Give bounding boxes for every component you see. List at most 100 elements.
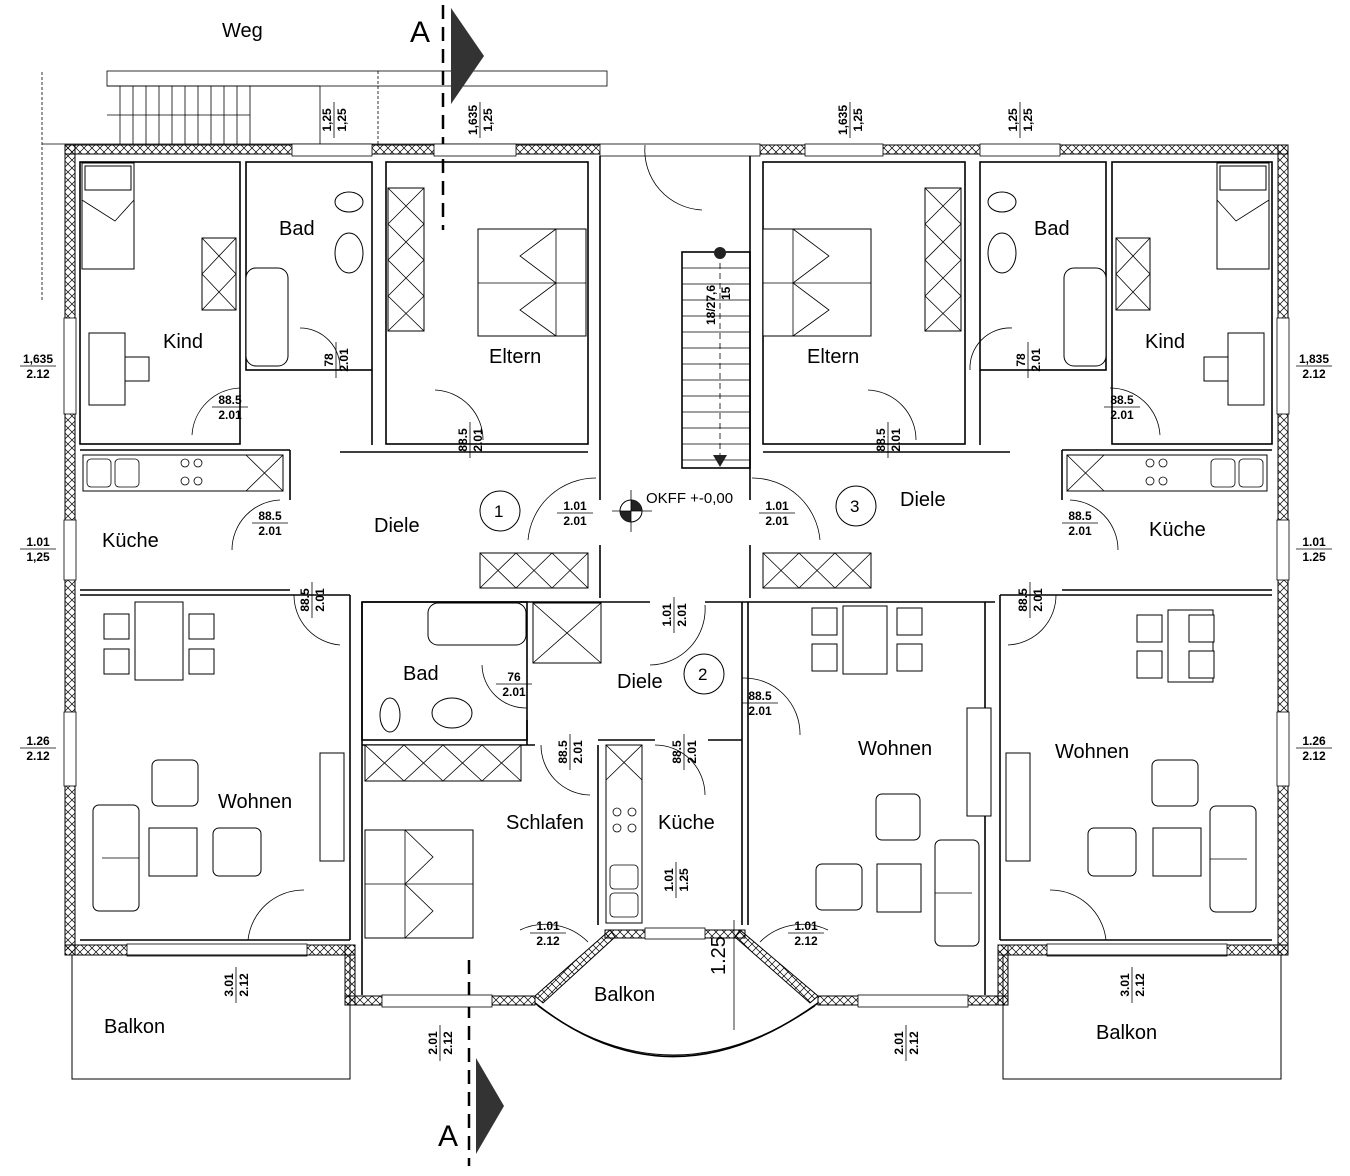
dim-value-top: 88.5 <box>1068 509 1092 523</box>
dim-value-top: 1,635 <box>23 352 53 366</box>
section-marker-top: A <box>410 5 484 230</box>
dim-value-bottom: 2.01 <box>218 408 242 422</box>
dim-door-u1-entry: 1.012.01 <box>557 499 593 528</box>
room-label-u2-wohnen: Wohnen <box>858 738 932 760</box>
room-label-u2-schlafen: Schlafen <box>506 812 584 834</box>
dim-value-top: 76 <box>507 670 521 684</box>
dim-value-top: 1.01 <box>660 603 674 627</box>
dim-value-top: 88.5 <box>670 740 684 764</box>
dim-value-top: 88.5 <box>456 428 470 452</box>
dim-value-top: 3.01 <box>222 973 236 997</box>
dim-u2-balkon-depth: 1.25 <box>708 936 730 975</box>
room-label-u3-kueche: Küche <box>1149 519 1206 541</box>
dim-right-window-wohnen: 1.262.12 <box>1296 734 1332 763</box>
room-label-u1-kueche: Küche <box>102 530 159 552</box>
room-label-u2-balkon: Balkon <box>594 984 655 1006</box>
dim-door-u2-bad: 762.01 <box>496 670 532 699</box>
room-label-u1-kind: Kind <box>163 331 203 353</box>
dim-value-bottom: 2.01 <box>502 685 526 699</box>
dim-value-bottom: 2.01 <box>685 740 699 764</box>
stairs-count: 15 <box>719 286 733 300</box>
dim-value-bottom: 2.12 <box>441 1031 455 1055</box>
dim-value-bottom: 2.12 <box>26 367 50 381</box>
unit-marker-1: 1 <box>479 490 521 532</box>
dim-value-bottom: 1.25 <box>677 868 691 892</box>
room-label-u3-eltern: Eltern <box>807 346 859 368</box>
dim-value-top: 88.5 <box>218 393 242 407</box>
dim-value-bottom: 2.01 <box>889 428 903 452</box>
room-label-u2-diele: Diele <box>617 671 663 693</box>
dim-u2-balkon-door-left: 1.012.12 <box>530 919 566 948</box>
dim-value-bottom: 2.01 <box>1068 524 1092 538</box>
dim-value-top: 3.01 <box>1118 973 1132 997</box>
dim-value-bottom: 2.01 <box>1110 408 1134 422</box>
svg-text:1: 1 <box>494 502 503 521</box>
dim-value-top: 88.5 <box>874 428 888 452</box>
dim-value-bottom: 2.12 <box>1302 749 1326 763</box>
unit-marker-2: 2 <box>683 653 725 695</box>
room-label-u1-balkon: Balkon <box>104 1016 165 1038</box>
dim-value-top: 88.5 <box>258 509 282 523</box>
level-marker <box>612 490 652 532</box>
dim-value-top: 1.01 <box>1302 535 1326 549</box>
dim-door-u3-kind: 88.52.01 <box>1104 393 1140 422</box>
dim-value-bottom: 1,25 <box>335 108 349 132</box>
furniture <box>81 162 1270 947</box>
dim-value-bottom: 1.25 <box>1302 550 1326 564</box>
dim-value-top: 1,25 <box>1006 108 1020 132</box>
dim-door-u1-kueche: 88.52.01 <box>252 509 288 538</box>
dim-value-top: 1.01 <box>662 868 676 892</box>
dim-value-bottom: 1,25 <box>1021 108 1035 132</box>
dim-value-bottom: 1,25 <box>851 108 865 132</box>
room-label-u2-kueche: Küche <box>658 812 715 834</box>
room-label-u1-eltern: Eltern <box>489 346 541 368</box>
room-label-u1-diele: Diele <box>374 515 420 537</box>
dim-value-bottom: 2.01 <box>748 704 772 718</box>
dim-value-bottom: 2.12 <box>794 934 818 948</box>
dim-value-top: 1.01 <box>536 919 560 933</box>
section-arrow-icon <box>451 8 484 104</box>
dim-value-bottom: 2.01 <box>1029 348 1043 372</box>
dim-value-top: 78 <box>1014 353 1028 367</box>
dim-value-bottom: 2.12 <box>26 749 50 763</box>
level-label: OKFF +-0,00 <box>646 490 733 507</box>
dim-value-bottom: 2.01 <box>675 603 689 627</box>
dim-value-top: 1.01 <box>26 535 50 549</box>
dim-u2-balkon-door-right: 1.012.12 <box>788 919 824 948</box>
dim-value-bottom: 2.01 <box>765 514 789 528</box>
room-label-u2-bad: Bad <box>403 663 439 685</box>
svg-text:2: 2 <box>698 665 707 684</box>
dim-value-top: 78 <box>322 353 336 367</box>
unit-marker-3: 3 <box>835 485 877 527</box>
svg-text:3: 3 <box>850 497 859 516</box>
svg-text:A: A <box>410 16 430 49</box>
dim-value-bottom: 2.01 <box>258 524 282 538</box>
dim-value-top: 1,25 <box>320 108 334 132</box>
dim-value-top: 88.5 <box>556 740 570 764</box>
dim-value-top: 1.01 <box>794 919 818 933</box>
balcony-left <box>71 954 351 1080</box>
dim-value-top: 88.5 <box>298 588 312 612</box>
room-label-u3-kind: Kind <box>1145 331 1185 353</box>
dim-value-top: 1,835 <box>1299 352 1329 366</box>
dim-value-top: 2.01 <box>892 1031 906 1055</box>
section-marker-bottom: A <box>438 960 504 1166</box>
dim-door-u3-entry: 1.012.01 <box>759 499 795 528</box>
